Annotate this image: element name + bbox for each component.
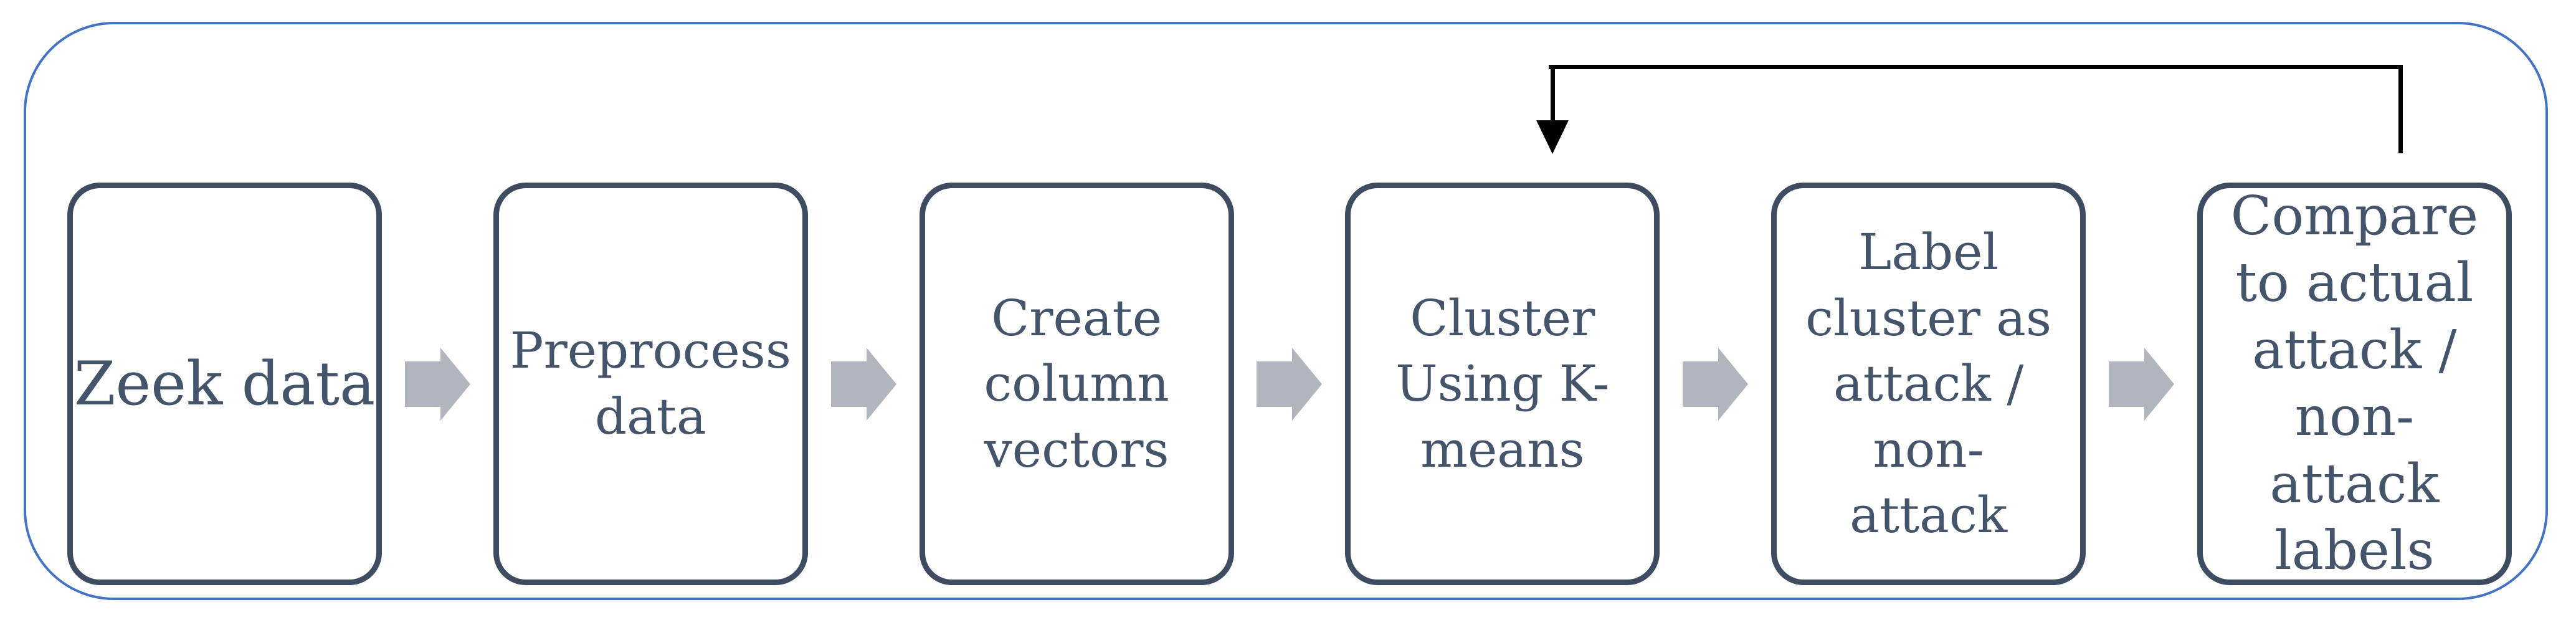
- right-arrow-icon: [1683, 347, 1749, 421]
- step-zeek-data: Zeek data: [67, 183, 382, 585]
- feedback-up-segment: [2398, 65, 2403, 153]
- step-create-column-vectors: Create column vectors: [919, 183, 1234, 585]
- step-compare-labels: Compare to actual attack / non- attack l…: [2197, 183, 2512, 585]
- right-arrow-icon: [2109, 347, 2175, 421]
- down-arrowhead-icon: [1536, 120, 1569, 154]
- step-preprocess-data: Preprocess data: [493, 183, 808, 585]
- feedback-down-segment: [1551, 65, 1555, 120]
- step-label-cluster: Label cluster as attack / non- attack: [1771, 183, 2086, 585]
- right-arrow-icon: [830, 347, 896, 421]
- feedback-horizontal-segment: [1549, 65, 2403, 69]
- right-arrow-icon: [404, 347, 470, 421]
- right-arrow-icon: [1257, 347, 1323, 421]
- step-cluster-kmeans: Cluster Using K- means: [1345, 183, 1660, 585]
- process-flow-row: Zeek data Preprocess data Create column …: [67, 183, 2512, 585]
- diagram-frame: [24, 22, 2548, 600]
